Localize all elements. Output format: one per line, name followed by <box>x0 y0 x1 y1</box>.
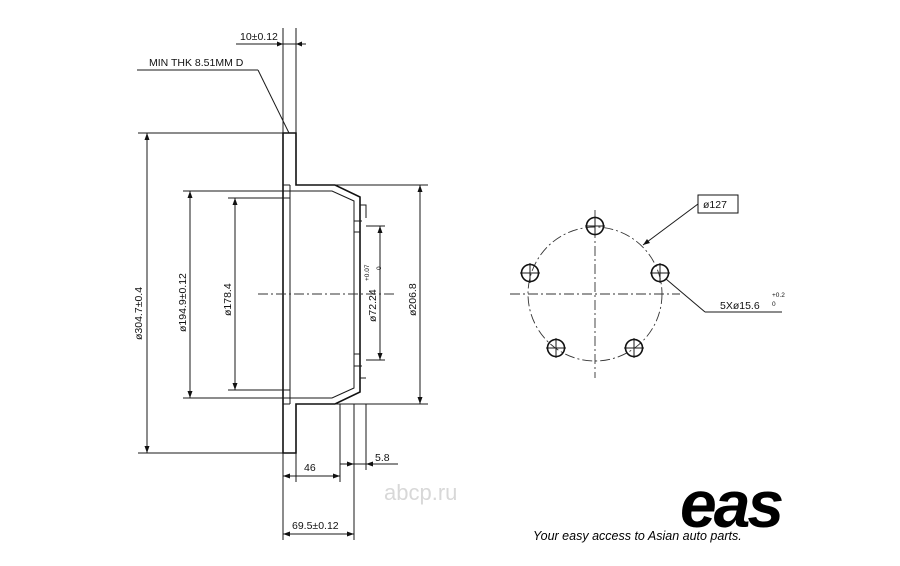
min-thickness-label: MIN THK 8.51MM D <box>149 57 244 69</box>
outer-diameter-dimension: ø304.7±0.4 <box>133 132 283 454</box>
thickness-label: 10±0.12 <box>240 31 278 43</box>
watermark-text: abcp.ru <box>384 480 457 505</box>
hat-diameter-dimension: ø194.9±0.12 <box>177 190 296 399</box>
total-height-label: 69.5±0.12 <box>292 520 339 532</box>
depth-46-label: 46 <box>304 462 316 474</box>
offset-58-label: 5.8 <box>375 452 390 464</box>
outer-diameter-label: ø304.7±0.4 <box>133 287 145 340</box>
bore-tolerance-lower: 0 <box>376 266 383 270</box>
min-thickness-leader: MIN THK 8.51MM D <box>137 57 290 134</box>
depth-dimensions: 46 5.8 69.5±0.12 <box>282 404 398 540</box>
holes-label: 5Xø15.6 <box>720 300 760 312</box>
hub-diameter-label: ø206.8 <box>407 283 419 316</box>
holes-tolerance-upper: +0.2 <box>772 292 785 299</box>
thickness-dimension: 10±0.12 <box>236 28 306 133</box>
bore-tolerance-upper: +0.07 <box>364 264 371 281</box>
holes-callout: 5Xø15.6 +0.2 0 <box>665 278 785 313</box>
eas-brand: eas Your easy access to Asian auto parts… <box>533 467 785 543</box>
bolt-holes <box>520 216 670 358</box>
inner-diameter-label: ø178.4 <box>222 283 234 316</box>
pcd-callout: ø127 <box>642 194 739 246</box>
bore-diameter-label: ø72.24 <box>367 289 379 322</box>
inner-diameter-dimension: ø178.4 <box>222 197 290 391</box>
holes-tolerance-lower: 0 <box>772 301 776 308</box>
hat-diameter-label: ø194.9±0.12 <box>177 273 189 332</box>
hub-diameter-dimension: ø206.8 <box>335 184 428 405</box>
disc-section-outline <box>282 132 367 454</box>
pcd-label: ø127 <box>703 199 727 211</box>
bore-diameter-dimension: ø72.24 +0.07 0 <box>364 225 385 361</box>
eas-logo: eas <box>680 467 782 541</box>
bolt-circle-view: ø127 5Xø15.6 +0.2 0 <box>510 194 785 378</box>
brand-slogan: Your easy access to Asian auto parts. <box>533 529 742 543</box>
